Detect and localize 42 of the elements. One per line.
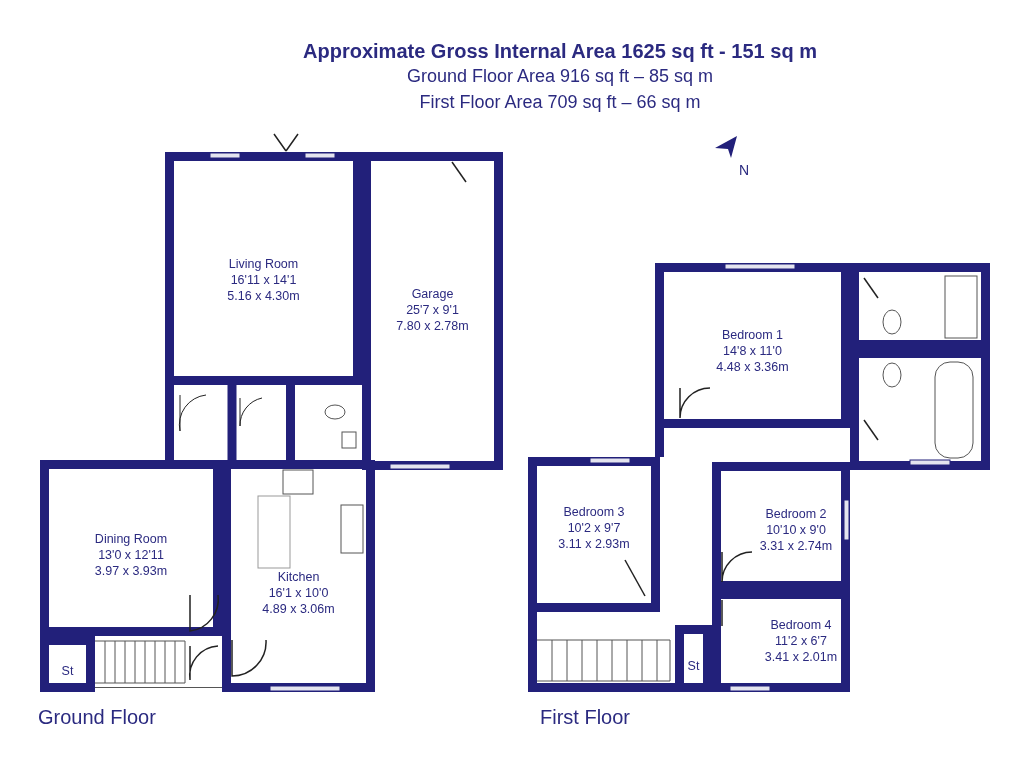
room-name: Bedroom 4 [770, 617, 832, 633]
room-outline [40, 460, 222, 636]
room-dimensions: 16'1 x 10'0 [268, 585, 329, 601]
room-dimensions: 10'2 x 9'7 [567, 520, 621, 536]
room-outline [222, 460, 375, 692]
north-label: N [739, 162, 750, 178]
room-name: Dining Room [94, 531, 168, 547]
room-name: Garage [411, 286, 454, 302]
area-subtitle: First Floor Area 709 sq ft – 66 sq m [418, 92, 702, 113]
area-subtitle: Ground Floor Area 916 sq ft – 85 sq m [405, 66, 715, 87]
room-dimensions: 5.16 x 4.30m [227, 288, 300, 304]
room-dimensions: 3.11 x 2.93m [558, 536, 630, 552]
room-outline [165, 152, 362, 385]
room-dimensions: 11'2 x 6'7 [775, 633, 827, 649]
room-name: Bedroom 3 [563, 504, 625, 520]
room-dimensions: 25'7 x 9'1 [406, 302, 459, 318]
room-name: Bedroom 2 [765, 506, 827, 522]
room-name: Living Room [228, 256, 299, 272]
floor-name: First Floor [540, 706, 630, 729]
room-dimensions: 10'10 x 9'0 [766, 522, 826, 538]
room-name: Bedroom 1 [721, 327, 784, 343]
room-outline [712, 462, 850, 590]
room-outline [712, 590, 850, 692]
room-name: Kitchen [277, 569, 320, 585]
room-dimensions: 4.89 x 3.06m [262, 601, 335, 617]
floor-name: Ground Floor [38, 706, 156, 729]
room-dimensions: 7.80 x 2.78m [396, 318, 469, 334]
room-outline [40, 636, 95, 692]
room-dimensions: 3.97 x 3.93m [94, 563, 168, 579]
room-name: St [687, 658, 700, 674]
room-dimensions: 16'11 x 14'1 [230, 272, 297, 288]
room-outline [528, 457, 660, 612]
room-outline [362, 152, 503, 470]
room-dimensions: 3.41 x 2.01m [764, 649, 838, 665]
room-dimensions: 13'0 x 12'11 [98, 547, 164, 563]
room-outline [675, 625, 712, 692]
room-dimensions: 3.31 x 2.74m [759, 538, 833, 554]
room-name: St [61, 663, 74, 679]
plan-title: Approximate Gross Internal Area 1625 sq ft - 151 sq m [302, 40, 818, 63]
room-outline [655, 263, 850, 428]
room-dimensions: 4.48 x 3.36m [716, 359, 789, 375]
room-dimensions: 14'8 x 11'0 [723, 343, 782, 359]
